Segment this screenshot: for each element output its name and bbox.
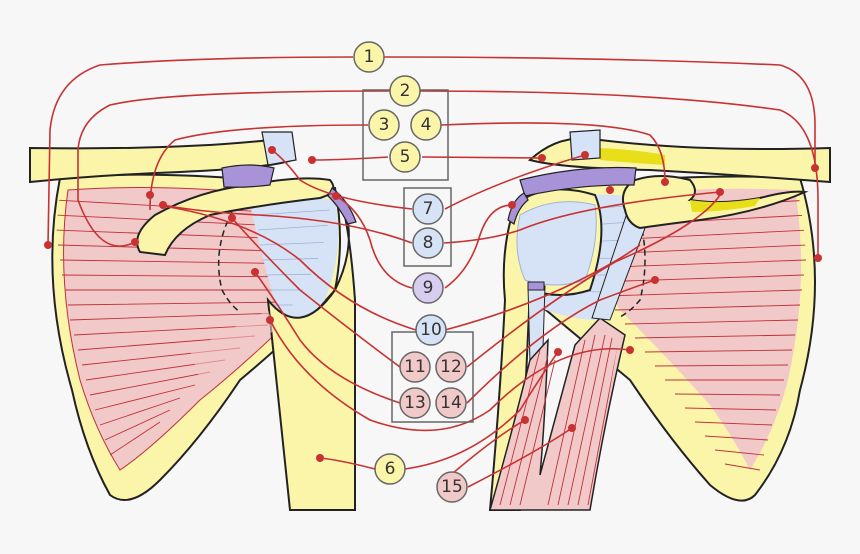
group-box-7-8 — [403, 187, 452, 267]
svg-text:13: 13 — [404, 393, 426, 413]
label-12[interactable]: 12 — [435, 351, 467, 383]
right-infraspinatus-muscle — [597, 188, 802, 470]
label-14[interactable]: 14 — [435, 387, 467, 419]
left-joint-capsule — [217, 211, 241, 313]
left-biceps-area — [190, 310, 275, 380]
left-shoulder — [29, 131, 357, 511]
label-15[interactable]: 15 — [436, 471, 468, 503]
svg-text:5: 5 — [400, 147, 411, 167]
label-5[interactable]: 5 — [389, 141, 421, 173]
right-arm-muscles — [489, 317, 626, 511]
right-joint-capsule — [617, 219, 646, 319]
leader-endpoints — [44, 146, 822, 462]
label-11[interactable]: 11 — [399, 351, 431, 383]
label-8[interactable]: 8 — [412, 227, 444, 259]
left-coracoacromial-ligament — [221, 164, 275, 188]
svg-text:9: 9 — [423, 278, 434, 298]
svg-text:2: 2 — [400, 81, 411, 101]
svg-text:11: 11 — [404, 357, 426, 377]
label-6[interactable]: 6 — [374, 453, 406, 485]
svg-text:12: 12 — [440, 357, 462, 377]
right-coracoacromial-ligament — [519, 166, 637, 197]
label-13[interactable]: 13 — [399, 387, 431, 419]
svg-text:6: 6 — [385, 459, 396, 479]
svg-text:7: 7 — [423, 199, 434, 219]
right-humeral-head-tendon — [516, 201, 597, 286]
svg-text:14: 14 — [440, 393, 462, 413]
right-acromioclavicular-ligament — [569, 129, 601, 161]
right-shoulder — [488, 129, 831, 511]
left-coracoid — [136, 177, 335, 257]
label-3[interactable]: 3 — [368, 109, 400, 141]
right-biceps-ligament — [527, 281, 545, 291]
label-10[interactable]: 10 — [415, 314, 447, 346]
label-4[interactable]: 4 — [410, 109, 442, 141]
right-acromion-yellow — [600, 148, 665, 165]
left-acromioclavicular-ligament — [261, 131, 297, 166]
label-1[interactable]: 1 — [353, 41, 385, 73]
label-circles: 1 2 3 4 5 7 8 9 10 11 12 13 14 6 15 — [353, 41, 468, 503]
svg-text:4: 4 — [421, 115, 432, 135]
svg-text:1: 1 — [364, 47, 375, 67]
leader-lines — [47, 56, 819, 488]
svg-text:3: 3 — [379, 115, 390, 135]
svg-text:8: 8 — [423, 233, 434, 253]
label-9[interactable]: 9 — [412, 272, 444, 304]
label-2[interactable]: 2 — [389, 75, 421, 107]
label-7[interactable]: 7 — [412, 193, 444, 225]
right-scapular-spine — [622, 175, 809, 230]
svg-text:10: 10 — [420, 320, 442, 340]
svg-text:15: 15 — [441, 477, 463, 497]
